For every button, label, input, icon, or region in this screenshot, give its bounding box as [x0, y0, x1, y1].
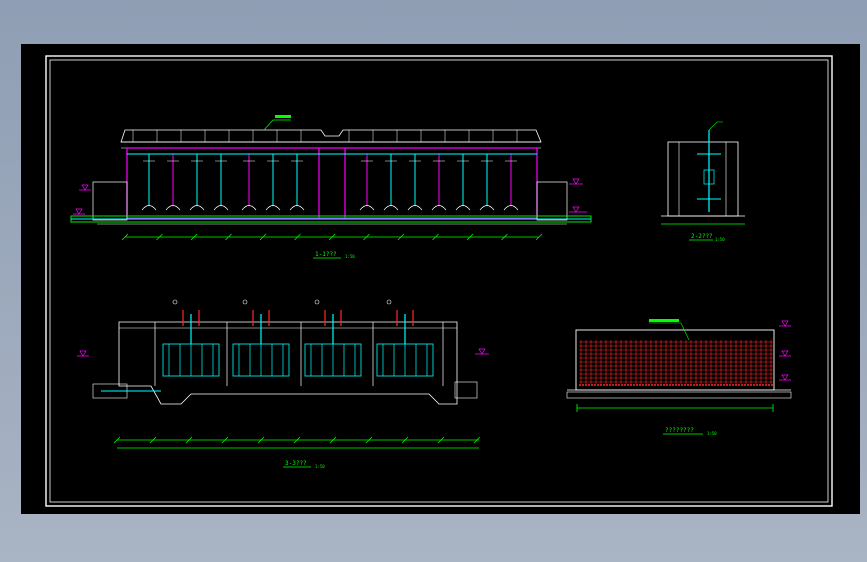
media-scale: 1:50: [707, 431, 717, 436]
diffuser: [383, 205, 399, 211]
roof-leader-text: [275, 115, 291, 118]
diffuser: [479, 205, 495, 211]
media-support-slab: [566, 391, 792, 399]
aeration-cells: [162, 299, 434, 377]
media-leader: [649, 322, 690, 341]
section-2-leader: [708, 121, 723, 131]
section-1-title: 1-1???: [315, 251, 337, 258]
dimension-tick: [121, 233, 129, 241]
dimension-tick: [437, 436, 445, 444]
dimension-tick: [221, 436, 229, 444]
dimension-tick: [501, 233, 508, 241]
elevation-marks-left: [73, 184, 91, 215]
diffuser: [213, 205, 229, 211]
diffuser: [289, 205, 305, 211]
diffuser: [455, 205, 471, 211]
section-1-1-view: 1-1??? 1:50: [70, 115, 592, 259]
media-elevation-marks: [779, 320, 791, 381]
dimension-tick: [259, 233, 267, 241]
dimension-tick: [432, 233, 439, 241]
dimension-tick: [293, 436, 301, 444]
section-3-elevation-left: [77, 350, 89, 357]
diffuser: [241, 205, 257, 211]
diffuser: [141, 205, 157, 211]
drawing-sheet: 1-1??? 1:50 2-2??? 1:50: [21, 44, 860, 514]
section-3-3-view: 3-3??? 1:50: [77, 299, 489, 469]
cell-leader-dot: [314, 299, 320, 305]
section-2-2-view: 2-2??? 1:50: [661, 121, 745, 242]
inner-frame: [49, 59, 829, 503]
diffuser: [359, 205, 375, 211]
dimension-tick: [535, 233, 543, 241]
section-3-scale: 1:50: [315, 464, 325, 469]
section-3-title: 3-3???: [285, 460, 307, 467]
dimension-tick: [113, 436, 121, 444]
diffuser: [407, 205, 423, 211]
dimension-tick: [365, 436, 373, 444]
roof-outline: [120, 129, 542, 143]
media-mesh: [579, 340, 773, 386]
elevation-marks-right: [569, 178, 587, 213]
diffuser: [189, 205, 205, 211]
dimension-tick: [149, 436, 157, 444]
diffuser: [503, 205, 519, 211]
dimension-tick: [156, 233, 163, 241]
media-leader-text: [649, 319, 679, 322]
outlet-chamber: [536, 181, 568, 221]
roof-leader: [263, 119, 291, 131]
dimension-tick: [185, 436, 193, 444]
dimension-tick: [401, 436, 409, 444]
dimension-tick: [363, 233, 370, 241]
section-2-title: 2-2???: [691, 233, 713, 240]
dimension-tick: [328, 233, 336, 241]
dimension-tick: [329, 436, 337, 444]
cell-leader-dot: [172, 299, 178, 305]
section-3-elevation-right: [475, 348, 489, 355]
cell-leader-dot: [242, 299, 248, 305]
dimension-tick: [473, 436, 481, 444]
inlet-chamber: [92, 181, 128, 221]
section-3-outlet-box: [454, 381, 478, 399]
section-3-tank-outline: [118, 321, 458, 405]
pipe-group-section-1: [127, 153, 537, 211]
outer-frame: [45, 55, 833, 507]
tank-wall: [126, 147, 538, 219]
section-2-wall: [667, 141, 739, 217]
section-2-scale: 1:50: [715, 237, 725, 242]
dimension-tick: [397, 233, 405, 241]
media-detail-view: ???????? 1:50: [566, 319, 792, 436]
dimension-tick: [466, 233, 474, 241]
media-title: ????????: [665, 427, 694, 434]
diffuser: [165, 205, 181, 211]
dimension-tick: [225, 233, 232, 241]
diffuser: [265, 205, 281, 211]
dimension-tick: [257, 436, 265, 444]
roof-ticks: [132, 130, 518, 142]
section-2-valve: [703, 169, 715, 185]
dimension-ticks-section-1: [121, 233, 543, 241]
diffuser: [431, 205, 447, 211]
dimension-ticks-section-3: [113, 436, 481, 444]
dimension-tick: [294, 233, 301, 241]
cad-drawing-canvas: 1-1??? 1:50 2-2??? 1:50: [45, 55, 833, 507]
section-1-scale: 1:50: [345, 254, 355, 259]
cell-leader-dot: [386, 299, 392, 305]
dimension-tick: [190, 233, 198, 241]
